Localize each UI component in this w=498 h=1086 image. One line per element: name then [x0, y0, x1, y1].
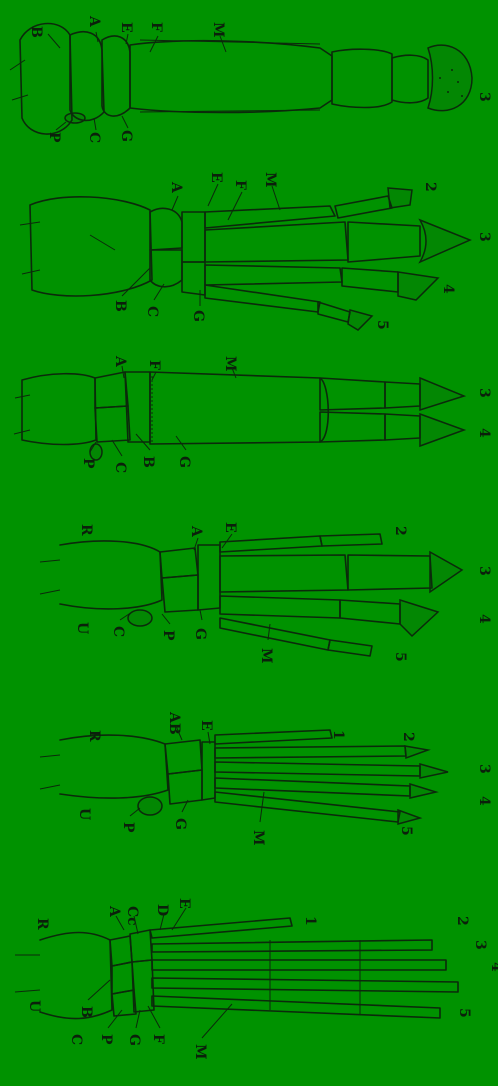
fig1-label-G: G	[118, 130, 134, 142]
fig2-label-C: C	[144, 306, 160, 317]
fig2-label-M: M	[262, 172, 278, 188]
fig6-label-F: F	[150, 1034, 166, 1044]
fig2-label-E: E	[208, 172, 224, 183]
fig6-label-U: U	[26, 1000, 42, 1012]
fig4-label-2: 2	[392, 526, 408, 536]
fig6-label-5: 5	[456, 1008, 472, 1018]
fig4-label-P: P	[160, 630, 176, 641]
fig3-label-A: A	[112, 355, 128, 368]
fig1-label-3: 3	[476, 92, 492, 102]
fig3-label-B: B	[140, 456, 156, 468]
fig6-label-2: 2	[454, 916, 470, 926]
fig6-label-B: B	[78, 1006, 94, 1018]
fig4-label-G: G	[192, 628, 208, 640]
fig1-label-B: B	[28, 26, 44, 38]
fig6-label-G: G	[126, 1034, 142, 1046]
fig1-label-A: A	[86, 15, 102, 28]
fig1-label-C: C	[86, 132, 102, 143]
fig2-label-2: 2	[422, 182, 438, 192]
fig3-label-G: G	[176, 456, 192, 468]
fig4-label-M: M	[258, 648, 274, 664]
fig6-label-E: E	[176, 898, 192, 909]
fig5-label-M: M	[250, 830, 266, 846]
fig3-label-F: F	[146, 360, 162, 370]
fig4-label-3: 3	[476, 566, 492, 576]
fig4-label-5: 5	[392, 652, 408, 662]
fig3-label-M: M	[222, 356, 238, 372]
fig2-label-4: 4	[440, 284, 456, 294]
fig5-label-AB: AB	[166, 711, 182, 735]
fig6-label-3: 3	[472, 940, 488, 950]
figure-5	[40, 730, 448, 824]
fig3-label-3: 3	[476, 388, 492, 398]
fig4-label-C: C	[110, 626, 126, 637]
fig2-label-3: 3	[476, 232, 492, 242]
fig6-label-C: C	[68, 1034, 84, 1045]
fig3-label-4: 4	[476, 428, 492, 438]
fig4-label-4: 4	[476, 614, 492, 624]
fig6-label-D: D	[154, 904, 170, 916]
fig2-label-5: 5	[374, 320, 390, 330]
fig2-label-F: F	[232, 180, 248, 190]
fig1-label-M: M	[210, 22, 226, 38]
fig4-label-U: U	[74, 622, 90, 634]
fig5-label-3: 3	[476, 764, 492, 774]
fig2-label-B: B	[112, 300, 128, 312]
fig6-label-R: R	[34, 918, 50, 930]
fig5-label-2: 2	[400, 732, 416, 742]
fig4-label-A: A	[188, 525, 204, 538]
fig5-label-P: P	[120, 822, 136, 833]
fig5-label-4: 4	[476, 796, 492, 806]
fig5-label-R: R	[86, 730, 102, 742]
fig1-label-P: P	[46, 132, 62, 143]
fig5-label-1: 1	[330, 730, 346, 740]
fig2-label-A: A	[168, 181, 184, 194]
fig6-label-Cc: Cc	[124, 906, 140, 926]
figure-2	[20, 188, 470, 330]
fig3-label-P: P	[80, 458, 96, 469]
fig6-label-M: M	[192, 1044, 208, 1060]
fig4-label-E: E	[222, 522, 238, 533]
fig4-label-R: R	[78, 524, 94, 536]
figure-3	[14, 372, 464, 460]
figure-4	[40, 534, 462, 656]
figure-1	[10, 24, 472, 135]
fig1-label-F: F	[148, 22, 164, 32]
figure-6	[15, 918, 458, 1019]
fig6-label-P: P	[98, 1034, 114, 1045]
fig6-label-A: A	[106, 905, 122, 918]
fig6-label-4: 4	[488, 962, 498, 972]
fig3-label-C: C	[112, 462, 128, 473]
fig5-label-E: E	[198, 720, 214, 731]
fig1-label-E: E	[118, 22, 134, 33]
fig2-label-G: G	[190, 310, 206, 322]
fig5-label-5: 5	[398, 826, 414, 836]
fig5-label-U: U	[76, 808, 92, 820]
fig6-label-1: 1	[302, 916, 318, 926]
fig5-label-G: G	[172, 818, 188, 830]
